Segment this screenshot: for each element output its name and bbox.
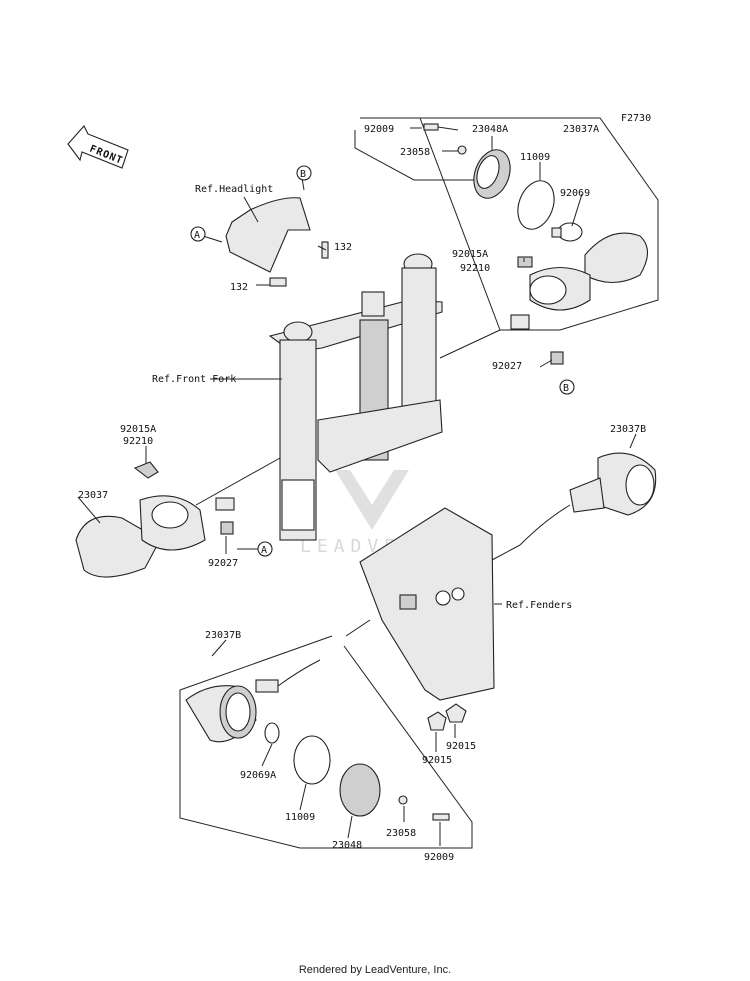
- lens-23048a: [473, 149, 511, 199]
- lens-23048: [339, 763, 381, 817]
- part-92015-right: 92015: [446, 741, 476, 752]
- callout-a-top: A: [190, 226, 206, 242]
- part-23037b-right: 23037B: [610, 424, 646, 435]
- figure-code: F2730: [621, 113, 651, 124]
- part-92009-bottom: 92009: [424, 852, 454, 863]
- svg-text:A: A: [194, 230, 200, 241]
- connector-92027-left: [215, 497, 235, 535]
- footer-credit: Rendered by LeadVenture, Inc.: [298, 964, 452, 976]
- bolt-132-left: [269, 277, 287, 287]
- part-92210-left: 92210: [123, 436, 153, 447]
- screw-92009-bottom: [432, 813, 450, 821]
- svg-text:B: B: [563, 383, 569, 394]
- gasket-11009-bottom: [293, 735, 331, 785]
- callout-b-top: B: [296, 165, 312, 181]
- group-outline-bottom-left: [179, 635, 473, 849]
- part-92009-top: 92009: [364, 124, 394, 135]
- svg-text:A: A: [261, 545, 267, 556]
- nut-23058-top: [457, 145, 467, 155]
- part-132-left: 132: [230, 282, 248, 293]
- part-92069a: 92069A: [240, 770, 276, 781]
- front-arrow-icon: FRONT: [67, 125, 129, 169]
- part-23048a: 23048A: [472, 124, 508, 135]
- part-23037b-left: 23037B: [205, 630, 241, 641]
- part-92015a-right: 92015A: [452, 249, 488, 260]
- turn-signal-23037b-right: [519, 452, 657, 546]
- part-23037-left: 23037: [78, 490, 108, 501]
- ref-headlight-label: Ref.Headlight: [195, 184, 273, 195]
- part-11009-bottom: 11009: [285, 812, 315, 823]
- headlight-bracket: [225, 196, 311, 273]
- gasket-11009-top: [517, 180, 555, 230]
- part-92027-left: 92027: [208, 558, 238, 569]
- part-23058-top: 23058: [400, 147, 430, 158]
- part-92015-bottom: 92015: [422, 755, 452, 766]
- turn-signal-23037b-left: [185, 659, 321, 743]
- part-11009-top: 11009: [520, 152, 550, 163]
- front-fork-assembly: [268, 253, 443, 541]
- nut-92015-bottom: [427, 711, 447, 731]
- nut-92015-right: [445, 703, 467, 723]
- callout-b-right: B: [559, 379, 575, 395]
- watermark-logo: [335, 470, 409, 530]
- part-23058-bottom: 23058: [386, 828, 416, 839]
- callout-a-left: A: [257, 541, 273, 557]
- nut-23058-bottom: [398, 795, 408, 805]
- part-92027-right: 92027: [492, 361, 522, 372]
- cushion-92015a-left: [133, 461, 159, 479]
- svg-text:B: B: [300, 169, 306, 180]
- fender-bracket: [359, 507, 495, 701]
- ref-front-fork-label: Ref.Front Fork: [152, 374, 236, 385]
- ref-fenders-label: Ref.Fenders: [506, 600, 572, 611]
- connector-92027-right: [510, 314, 564, 365]
- part-92210-right: 92210: [460, 263, 490, 274]
- turn-signal-23037a: [529, 232, 649, 311]
- bulb-92069: [551, 222, 583, 242]
- part-132-right: 132: [334, 242, 352, 253]
- turn-signal-23037-left: [75, 495, 206, 578]
- cushion-92015a-right: [517, 256, 533, 268]
- leader-lines: [77, 127, 637, 846]
- screw-92009-top: [423, 123, 459, 131]
- bulb-92069a: [264, 722, 280, 744]
- part-92069: 92069: [560, 188, 590, 199]
- part-23048: 23048: [332, 840, 362, 851]
- group-outline-top-right-left: [354, 130, 500, 181]
- part-92015a-left: 92015A: [120, 424, 156, 435]
- part-23037a: 23037A: [563, 124, 599, 135]
